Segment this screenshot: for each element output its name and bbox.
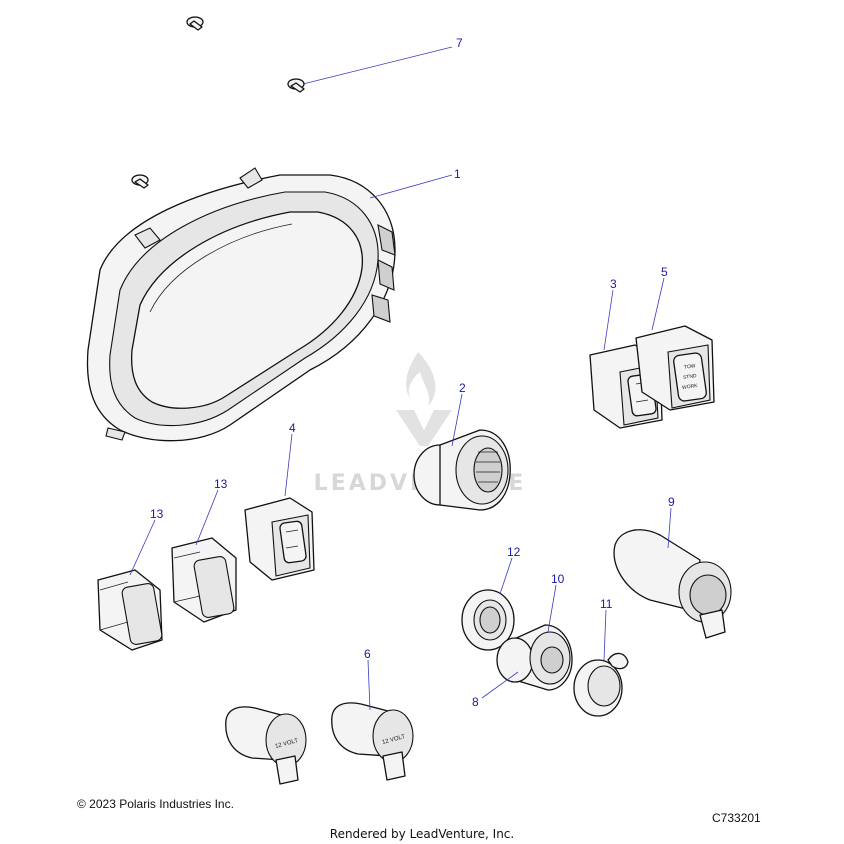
screw-middle <box>287 78 305 93</box>
v-logo-icon <box>396 410 452 446</box>
callout-13-right: 13 <box>214 477 228 491</box>
ignition-switch <box>413 429 511 511</box>
copyright-text: © 2023 Polaris Industries Inc. <box>77 797 234 811</box>
callout-11: 11 <box>600 597 613 611</box>
callout-1: 1 <box>454 167 461 181</box>
rocker-switch-5: TOW STND WORK <box>635 325 715 411</box>
rocker-switch-4 <box>244 497 315 581</box>
callout-8: 8 <box>472 695 479 709</box>
power-socket-6: 12 VOLT <box>331 702 414 781</box>
callout-2: 2 <box>459 381 466 395</box>
leader-lines <box>129 46 672 711</box>
socket-left-label: 12 VOLT <box>275 738 300 750</box>
retaining-nut-12 <box>461 589 515 651</box>
accessory-socket-9 <box>613 529 732 639</box>
socket-right-label: 12 VOLT <box>382 734 407 746</box>
switch5-label-tow: TOW <box>684 363 697 371</box>
callout-3: 3 <box>610 277 617 291</box>
rendered-by-text: Rendered by LeadVenture, Inc. <box>329 827 515 841</box>
callout-4: 4 <box>289 421 296 435</box>
callout-10: 10 <box>551 572 565 586</box>
socket-cap-11 <box>573 652 629 717</box>
callout-5: 5 <box>661 265 668 279</box>
usb-socket-10 <box>496 624 573 691</box>
callout-labels: 7 1 3 5 2 4 13 13 9 12 10 11 6 8 <box>150 36 675 709</box>
callout-13-left: 13 <box>150 507 164 521</box>
figure-id: C733201 <box>712 811 761 825</box>
callout-12: 12 <box>507 545 521 559</box>
callout-9: 9 <box>668 495 675 509</box>
switch-blank-right <box>171 537 237 623</box>
instrument-cluster <box>86 167 396 442</box>
callout-6: 6 <box>364 647 371 661</box>
switch5-label-work: WORK <box>682 383 699 391</box>
switch-blank-left <box>97 569 163 651</box>
switch5-label-stnd: STND <box>683 373 698 381</box>
flame-logo-icon <box>406 352 436 406</box>
screw-top <box>186 16 204 31</box>
screw-left <box>131 174 149 189</box>
power-socket-left: 12 VOLT <box>225 706 307 785</box>
callout-7: 7 <box>456 36 463 50</box>
